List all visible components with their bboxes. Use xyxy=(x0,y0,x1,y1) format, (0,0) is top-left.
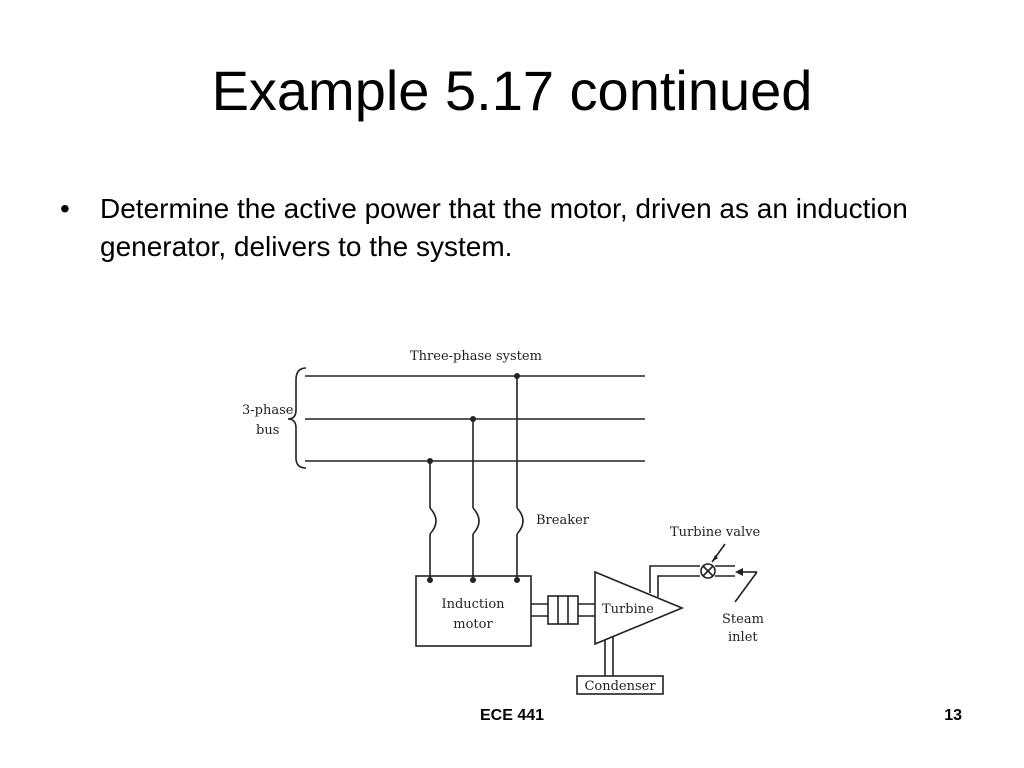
junction-dot xyxy=(470,416,476,422)
steam-label-line2: inlet xyxy=(728,630,758,645)
bullet-item: • Determine the active power that the mo… xyxy=(60,190,960,266)
breaker-label: Breaker xyxy=(536,513,590,528)
bullet-symbol: • xyxy=(60,193,70,224)
junction-dot xyxy=(427,577,433,583)
circuit-diagram: Three-phase system 3-phase bus Breaker T… xyxy=(242,349,764,695)
turbine-valve xyxy=(700,563,716,579)
breaker-3 xyxy=(516,507,524,535)
bus-label-line2: bus xyxy=(256,423,279,438)
turbine-shape xyxy=(594,570,685,646)
junction-dot xyxy=(514,577,520,583)
breaker-1 xyxy=(429,507,437,535)
turbine-valve-label: Turbine valve xyxy=(670,525,761,540)
footer-course: ECE 441 xyxy=(479,707,545,724)
breaker-2 xyxy=(472,507,480,535)
motor-label-line2: motor xyxy=(453,617,493,632)
junction-dot xyxy=(514,373,520,379)
turbine-label: Turbine xyxy=(602,602,654,617)
induction-motor-box xyxy=(415,575,532,647)
steam-label-line1: Steam xyxy=(722,612,764,627)
condenser-label: Condenser xyxy=(584,679,656,694)
bus-brace xyxy=(287,367,307,469)
condenser-box xyxy=(576,675,664,695)
junction-dot xyxy=(427,458,433,464)
footer-page-number: 13 xyxy=(944,707,962,724)
shaft-coupling xyxy=(547,595,579,625)
bullet-text: Determine the active power that the moto… xyxy=(100,193,908,262)
three-phase-system-label: Three-phase system xyxy=(410,349,542,364)
motor-label-line1: Induction xyxy=(441,597,505,612)
slide-title: Example 5.17 continued xyxy=(211,59,813,122)
junction-dot xyxy=(470,577,476,583)
bus-label-line1: 3-phase xyxy=(242,403,294,418)
